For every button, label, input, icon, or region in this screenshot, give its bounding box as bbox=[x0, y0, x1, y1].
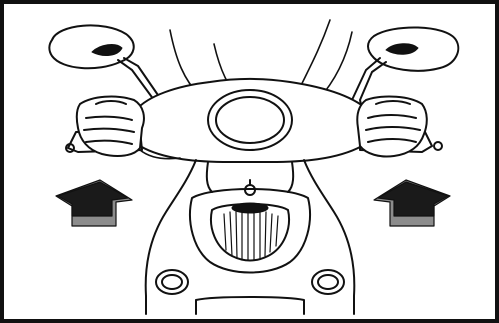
right-hand-icon bbox=[357, 97, 427, 157]
headlight-icon bbox=[211, 203, 289, 261]
right-arrow-icon bbox=[374, 180, 450, 226]
scooter-handlebar-illustration bbox=[4, 4, 495, 319]
left-arrow-icon bbox=[56, 180, 132, 226]
left-turn-signal-icon bbox=[156, 270, 188, 294]
lower-fairing bbox=[196, 297, 304, 314]
right-turn-signal-icon bbox=[312, 270, 344, 294]
handlebar-housing bbox=[130, 79, 375, 162]
